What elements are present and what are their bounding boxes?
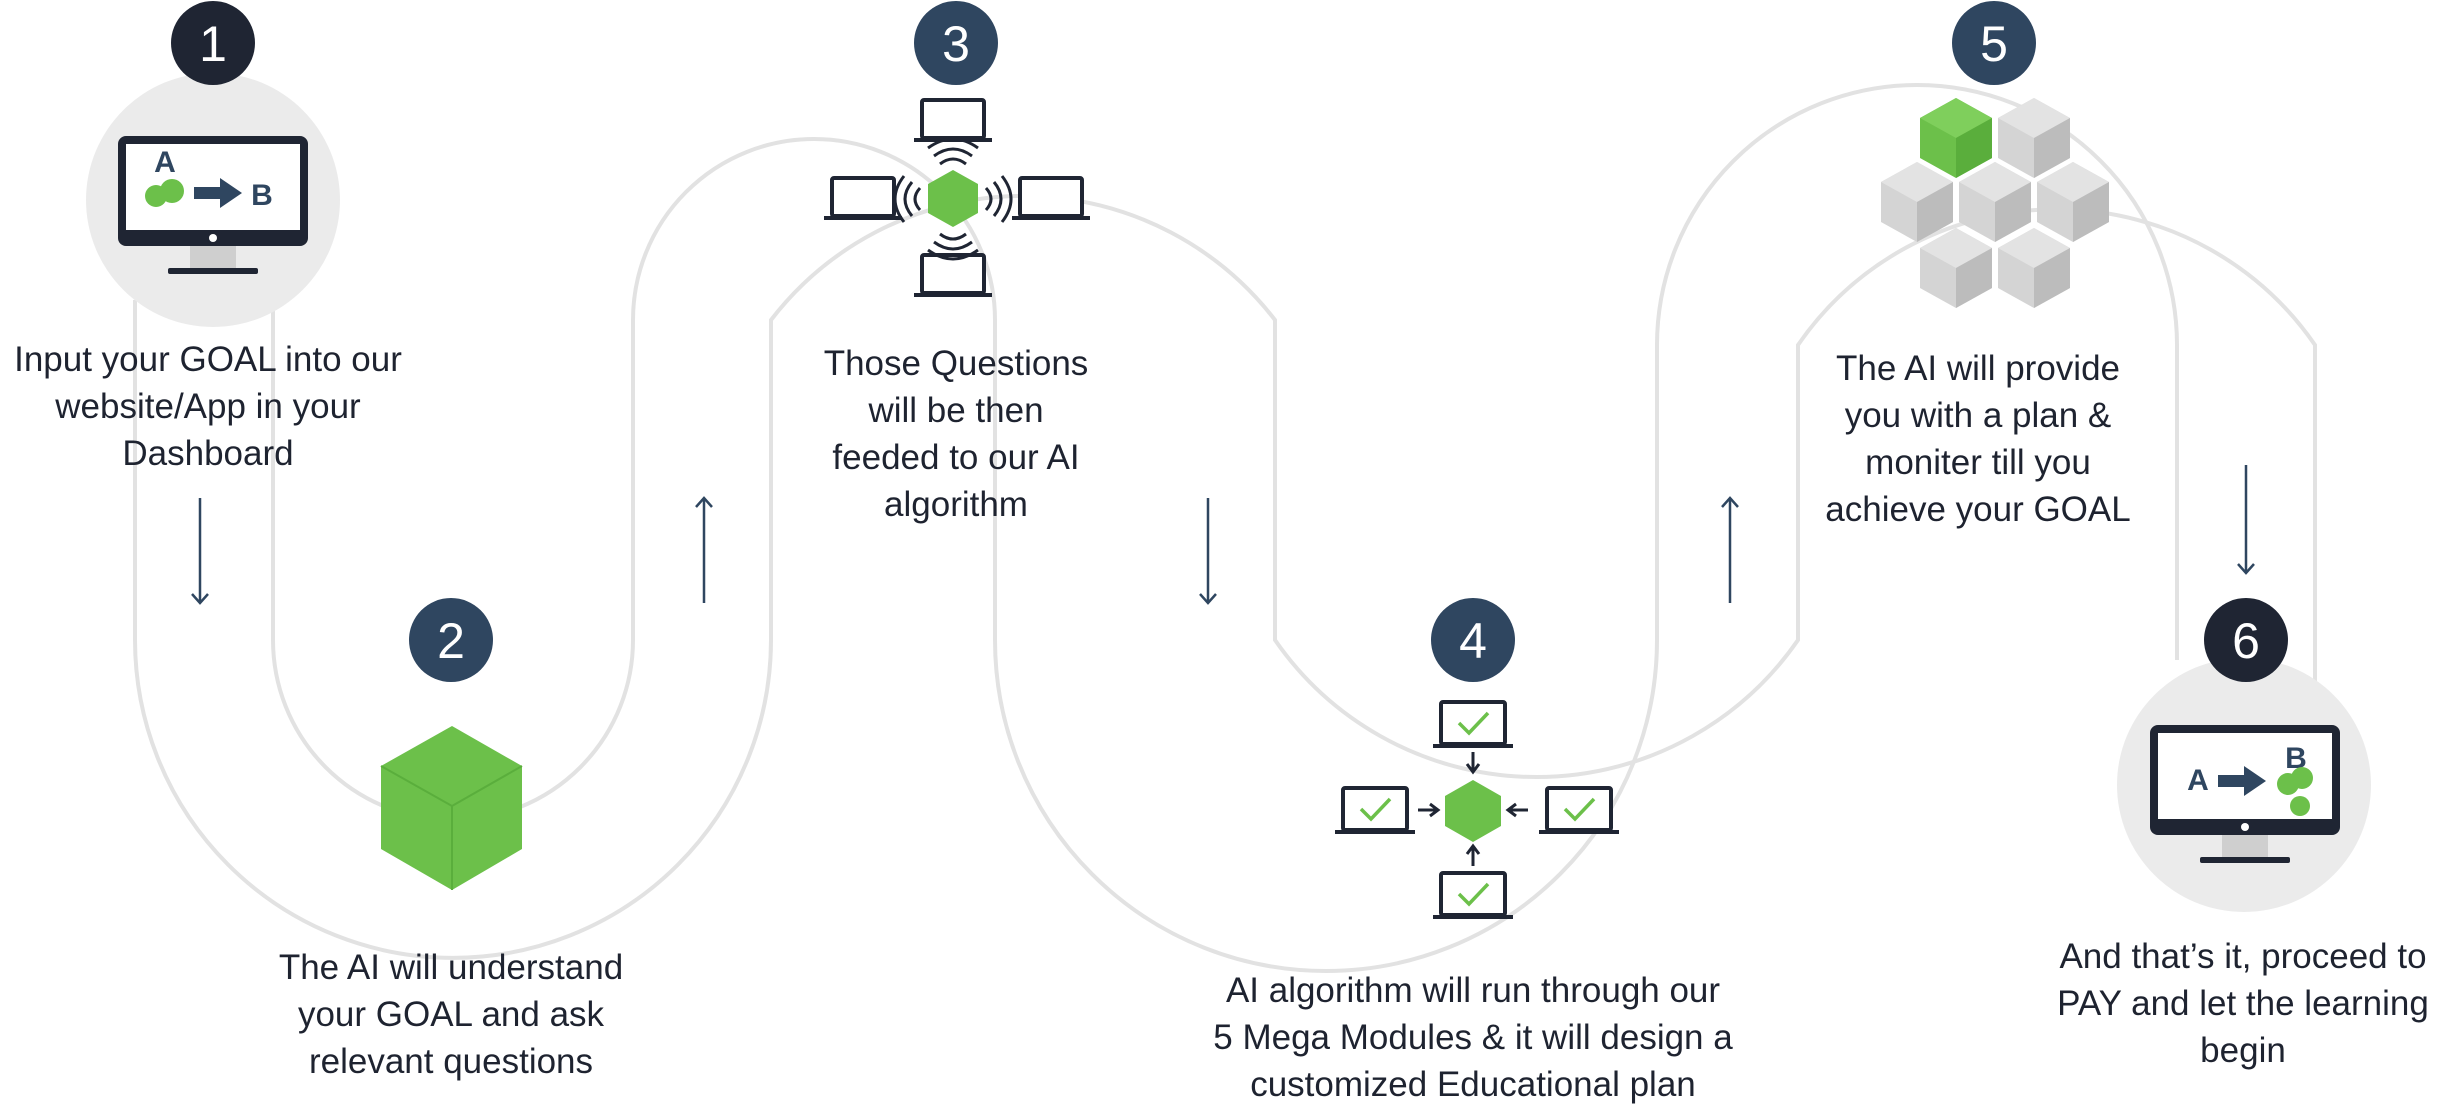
monitor-a-to-b-icon: A B bbox=[118, 136, 308, 274]
step-5-caption: The AI will provide you with a plan & mo… bbox=[1778, 345, 2178, 533]
arrow-down-icon bbox=[191, 498, 209, 605]
step-5-icon bbox=[1881, 98, 2109, 308]
caption-line: begin bbox=[2200, 1031, 2286, 1070]
svg-text:A: A bbox=[154, 146, 176, 179]
grey-cube bbox=[1998, 228, 2070, 308]
caption-line: 5 Mega Modules & it will design a bbox=[1213, 1018, 1733, 1057]
arrow-up-icon bbox=[695, 496, 713, 603]
grey-cube bbox=[1998, 98, 2070, 178]
caption-line: Dashboard bbox=[122, 434, 294, 473]
caption-line: website/App in your bbox=[55, 387, 361, 426]
grey-cube bbox=[2037, 162, 2109, 242]
step-6-badge: 6 bbox=[2204, 598, 2288, 682]
green-cube-icon bbox=[928, 170, 978, 227]
caption-line: The AI will provide bbox=[1835, 349, 2121, 388]
caption-line: Input your GOAL into our bbox=[14, 340, 402, 379]
signal-waves-icon bbox=[893, 137, 1013, 261]
cube-checked-laptops-icon bbox=[1335, 700, 1619, 919]
step-2-caption: The AI will understand your GOAL and ask… bbox=[226, 944, 676, 1085]
step-3-caption: Those Questions will be then feeded to o… bbox=[756, 340, 1156, 528]
laptop-check-icon bbox=[1433, 700, 1513, 748]
caption-line: AI algorithm will run through our bbox=[1225, 971, 1721, 1010]
laptop-check-icon bbox=[1335, 786, 1415, 834]
arrow-down-icon bbox=[2237, 465, 2255, 575]
step-5-badge: 5 bbox=[1952, 1, 2036, 85]
direction-arrows bbox=[191, 465, 2255, 605]
green-cube-icon bbox=[1445, 780, 1501, 842]
caption-line: will be then bbox=[868, 391, 1044, 430]
svg-text:6: 6 bbox=[2232, 613, 2260, 669]
step-1-icon: A B bbox=[86, 73, 340, 327]
step-4-badge: 4 bbox=[1431, 598, 1515, 682]
caption-line: customized Educational plan bbox=[1250, 1065, 1696, 1104]
grey-cube bbox=[1959, 162, 2031, 242]
road-inner-line bbox=[271, 83, 2179, 973]
laptop-icon bbox=[914, 98, 992, 142]
step-2-icon bbox=[380, 726, 523, 890]
step-4-caption: AI algorithm will run through our 5 Mega… bbox=[1173, 967, 1773, 1108]
road-outer-line bbox=[133, 193, 2317, 960]
inward-arrows-icon bbox=[1418, 752, 1528, 866]
cube-broadcast-laptops-icon bbox=[824, 98, 1090, 297]
caption-line: you with a plan & bbox=[1844, 396, 2112, 435]
laptop-icon bbox=[914, 253, 992, 297]
laptop-check-icon bbox=[1433, 871, 1513, 919]
laptop-icon bbox=[1012, 176, 1090, 220]
step-3-icon bbox=[824, 98, 1090, 297]
svg-text:B: B bbox=[251, 179, 273, 212]
caption-line: PAY and let the learning bbox=[2057, 984, 2429, 1023]
svg-text:3: 3 bbox=[942, 16, 970, 72]
caption-line: feeded to our AI bbox=[832, 438, 1080, 477]
serpentine-road bbox=[133, 83, 2317, 973]
grey-cube bbox=[1881, 162, 1953, 242]
svg-text:2: 2 bbox=[437, 613, 465, 669]
step-2-badge: 2 bbox=[409, 598, 493, 682]
arrow-up-icon bbox=[1721, 496, 1739, 603]
step-1-caption: Input your GOAL into our website/App in … bbox=[0, 336, 433, 477]
monitor-a-to-b-icon: A B bbox=[2150, 725, 2340, 863]
step-1-badge: 1 bbox=[171, 1, 255, 85]
grey-cube bbox=[1920, 228, 1992, 308]
cube-cluster-icon bbox=[1881, 98, 2109, 308]
caption-line: The AI will understand bbox=[278, 948, 624, 987]
svg-text:4: 4 bbox=[1459, 613, 1487, 669]
caption-line: achieve your GOAL bbox=[1825, 490, 2131, 529]
green-cube-icon bbox=[380, 726, 523, 890]
step-6-caption: And that’s it, proceed to PAY and let th… bbox=[2033, 933, 2453, 1074]
laptop-icon bbox=[824, 176, 902, 220]
svg-text:B: B bbox=[2285, 742, 2307, 775]
green-cube-icon bbox=[1920, 98, 1992, 178]
arrow-down-icon bbox=[1199, 498, 1217, 605]
step-3-badge: 3 bbox=[914, 1, 998, 85]
laptop-check-icon bbox=[1539, 786, 1619, 834]
caption-line: relevant questions bbox=[308, 1042, 594, 1081]
step-4-icon bbox=[1335, 700, 1619, 919]
caption-line: your GOAL and ask bbox=[297, 995, 605, 1034]
caption-line: Those Questions bbox=[823, 344, 1089, 383]
caption-line: algorithm bbox=[884, 485, 1028, 524]
svg-text:A: A bbox=[2187, 764, 2209, 797]
step-badges: 1 2 3 4 5 6 bbox=[171, 1, 2288, 682]
caption-line: And that’s it, proceed to bbox=[2059, 937, 2427, 976]
caption-line: moniter till you bbox=[1865, 443, 2091, 482]
svg-text:1: 1 bbox=[199, 16, 227, 72]
svg-text:5: 5 bbox=[1980, 16, 2008, 72]
step-6-icon: A B bbox=[2117, 658, 2371, 912]
